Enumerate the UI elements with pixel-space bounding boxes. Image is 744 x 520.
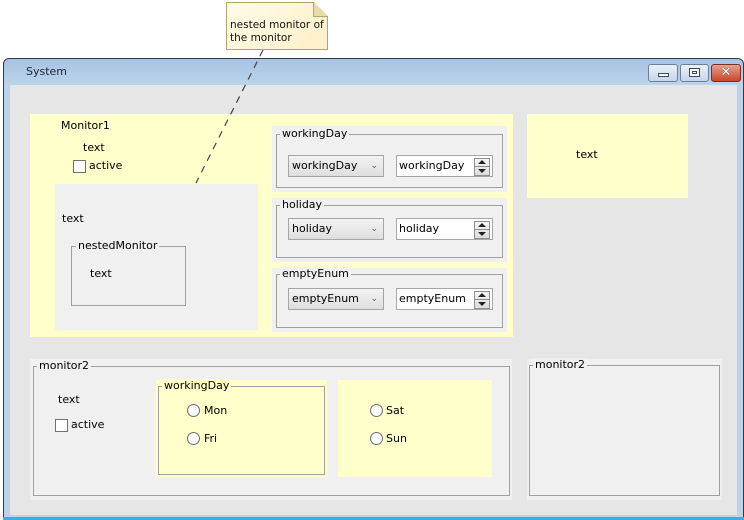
note-text: nested monitor of the monitor xyxy=(230,19,326,45)
radio-sun[interactable] xyxy=(370,432,383,445)
monitor1-active-label: active xyxy=(89,159,123,172)
maximize-icon xyxy=(689,68,700,77)
monitor2-workingday-panel xyxy=(156,380,327,477)
nested-panel-text: text xyxy=(62,212,84,225)
window-bottom-border xyxy=(3,517,744,520)
spinner-arrows-icon[interactable] xyxy=(474,158,490,176)
monitor2-active-label: active xyxy=(71,418,105,431)
side-panel xyxy=(527,114,688,198)
monitor2-title: monitor2 xyxy=(37,359,92,373)
monitor2-workingday-title: workingDay xyxy=(162,379,232,393)
close-button[interactable] xyxy=(711,64,741,82)
note-callout xyxy=(226,2,328,50)
note-line-1: nested monitor of xyxy=(230,19,324,31)
emptyenum-spinner[interactable]: emptyEnum xyxy=(396,288,493,310)
workingday-group: workingDay xyxy=(276,127,503,188)
chevron-down-icon: ⌄ xyxy=(370,161,378,171)
maximize-icon-inner xyxy=(692,71,697,74)
monitor2-right-title: monitor2 xyxy=(533,358,588,372)
workingday-combobox-value: workingDay xyxy=(292,159,358,172)
monitor2-right-group: monitor2 xyxy=(529,358,720,496)
chevron-down-icon: ⌄ xyxy=(370,294,378,304)
emptyenum-combobox-value: emptyEnum xyxy=(292,292,359,305)
holiday-group-title: holiday xyxy=(280,198,325,212)
monitor2-weekend-panel xyxy=(338,380,492,477)
radio-fri[interactable] xyxy=(187,432,200,445)
window-title: System xyxy=(26,65,68,78)
holiday-spinner-value: holiday xyxy=(399,222,440,235)
spinner-arrows-icon[interactable] xyxy=(474,221,490,239)
radio-sat[interactable] xyxy=(370,404,383,417)
radio-mon[interactable] xyxy=(187,404,200,417)
nested-monitor-title: nestedMonitor xyxy=(76,239,160,253)
monitor2-group: monitor2 xyxy=(33,359,510,496)
spinner-arrows-icon[interactable] xyxy=(474,291,490,309)
radio-sun-label: Sun xyxy=(386,432,407,445)
radio-fri-label: Fri xyxy=(204,432,218,445)
workingday-spinner[interactable]: workingDay xyxy=(396,155,493,177)
monitor2-active-checkbox[interactable] xyxy=(55,419,68,432)
monitor1-text: text xyxy=(83,141,105,154)
monitor2-text: text xyxy=(58,393,80,406)
emptyenum-combobox[interactable]: emptyEnum ⌄ xyxy=(288,288,384,310)
nested-monitor-group: nestedMonitor xyxy=(71,239,186,306)
minimize-icon xyxy=(658,73,669,77)
workingday-spinner-value: workingDay xyxy=(399,159,465,172)
workingday-group-title: workingDay xyxy=(280,127,350,141)
workingday-combobox[interactable]: workingDay ⌄ xyxy=(288,155,384,177)
radio-mon-label: Mon xyxy=(204,404,228,417)
emptyenum-group: emptyEnum xyxy=(276,267,503,328)
monitor1-title: Monitor1 xyxy=(61,119,110,132)
monitor2-right-panel xyxy=(527,359,722,500)
note-line-2: the monitor xyxy=(230,32,292,44)
monitor1-active-checkbox[interactable] xyxy=(73,160,86,173)
holiday-group: holiday xyxy=(276,198,503,258)
radio-sat-label: Sat xyxy=(386,404,405,417)
close-icon: ✕ xyxy=(720,65,732,80)
holiday-combobox[interactable]: holiday ⌄ xyxy=(288,218,384,240)
note-folded-corner xyxy=(313,2,328,17)
side-panel-text: text xyxy=(576,148,598,161)
holiday-spinner[interactable]: holiday xyxy=(396,218,493,240)
holiday-combobox-value: holiday xyxy=(292,222,333,235)
emptyenum-group-title: emptyEnum xyxy=(280,267,351,281)
chevron-down-icon: ⌄ xyxy=(370,224,378,234)
nested-monitor-text: text xyxy=(90,267,112,280)
emptyenum-spinner-value: emptyEnum xyxy=(399,292,466,305)
monitor2-workingday-group: workingDay xyxy=(158,379,325,475)
